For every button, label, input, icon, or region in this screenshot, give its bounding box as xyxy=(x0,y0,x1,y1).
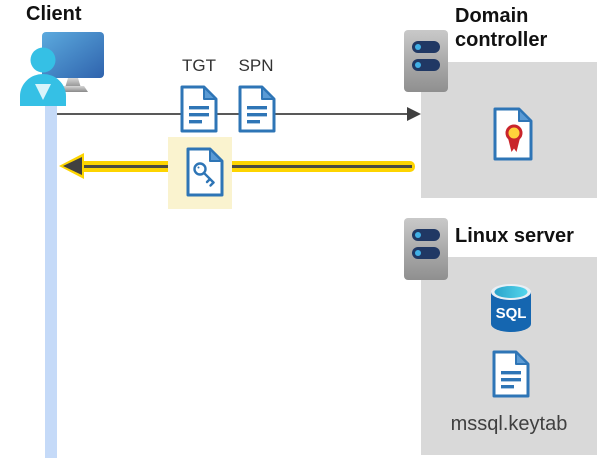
keytab-document-icon xyxy=(492,350,530,398)
request-arrow-head-icon xyxy=(407,107,421,121)
spn-label: SPN xyxy=(238,56,274,75)
sql-database-icon: SQL xyxy=(489,282,533,334)
client-label: Client xyxy=(26,3,82,25)
tgt-label: TGT xyxy=(182,56,216,75)
person-icon xyxy=(30,47,56,73)
key-icon xyxy=(193,162,215,187)
domain-controller-server-icon xyxy=(404,30,448,92)
linux-server-icon xyxy=(404,218,448,280)
request-arrow-line xyxy=(57,113,409,115)
tgt-document-icon xyxy=(180,85,218,133)
linux-server-label: Linux server xyxy=(455,225,574,247)
response-arrow-line xyxy=(84,165,412,168)
spn-document-icon xyxy=(238,85,276,133)
sql-icon-text: SQL xyxy=(496,305,527,322)
client-computer-user-icon xyxy=(10,28,105,108)
client-lifeline xyxy=(45,93,57,458)
response-arrow-head-icon xyxy=(63,157,82,175)
key-document-icon xyxy=(186,147,224,197)
certificate-icon xyxy=(493,107,533,161)
domain-controller-label: Domain controller xyxy=(455,5,548,51)
monitor-icon xyxy=(42,32,104,78)
keytab-filename-label: mssql.keytab xyxy=(450,413,568,435)
